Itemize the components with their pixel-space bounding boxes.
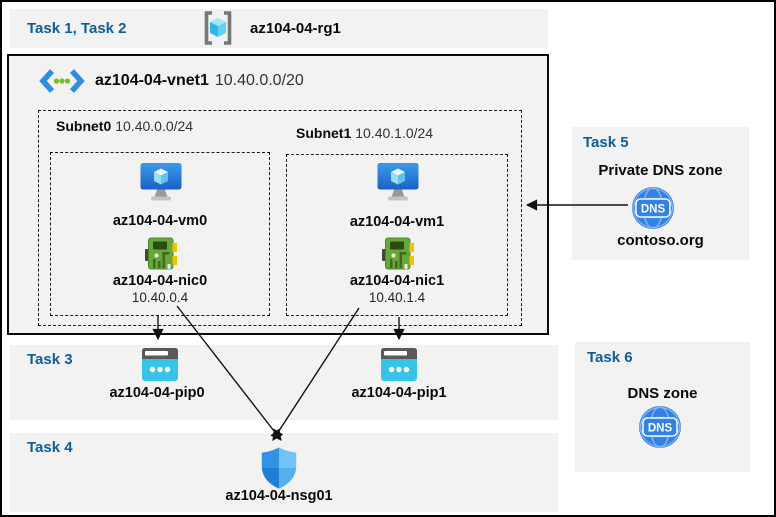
vnet-name: az104-04-vnet1 — [95, 72, 209, 89]
task6-heading: Task 6 — [587, 349, 633, 366]
resource-group-icon — [204, 11, 232, 45]
public-ip-icon — [142, 348, 178, 381]
resource-group-label: az104-04-rg1 — [250, 20, 341, 37]
task6-panel: Task 6 DNS zone DNS — [575, 342, 750, 472]
virtual-network-icon — [39, 69, 85, 93]
private-dns-zone-title: Private DNS zone — [598, 162, 723, 179]
task12-band: Task 1, Task 2 az104-04-rg1 — [10, 9, 548, 48]
task3-heading: Task 3 — [27, 351, 73, 368]
nic-ip: 10.40.1.4 — [368, 290, 426, 305]
dns-zone-title: DNS zone — [627, 385, 698, 402]
network-interface-icon — [145, 237, 177, 270]
vnet-header: az104-04-vnet1 10.40.0.0/20 — [39, 68, 304, 94]
virtual-machine-icon — [140, 163, 182, 201]
private-dns-zone-name: contoso.org — [617, 232, 704, 249]
dns-icon-label: DNS — [648, 423, 673, 435]
subnet1-box: az104-04-vm1 az104-04-nic1 10.40.1.4 — [286, 154, 508, 316]
network-interface-icon — [382, 237, 414, 270]
nic-ip: 10.40.0.4 — [131, 290, 189, 305]
subnet1-name: Subnet1 — [296, 125, 352, 141]
nic-label: az104-04-nic1 — [349, 273, 445, 289]
pip0-label: az104-04-pip0 — [109, 385, 205, 401]
task3-band: Task 3 az104-04-pip0 az104-04-pip1 — [10, 345, 558, 420]
subnet1-cidr: 10.40.1.0/24 — [355, 125, 434, 141]
vm-label: az104-04-vm0 — [112, 213, 208, 229]
pip1-label: az104-04-pip1 — [351, 385, 447, 401]
vm-label: az104-04-vm1 — [349, 214, 445, 230]
dns-globe-icon: DNS — [632, 187, 674, 229]
subnet0-name: Subnet0 — [56, 118, 112, 134]
task5-heading: Task 5 — [583, 134, 629, 151]
subnet0-cidr: 10.40.0.0/24 — [115, 118, 194, 134]
dns-icon-label: DNS — [641, 204, 666, 216]
virtual-machine-icon — [377, 163, 419, 201]
nsg-label: az104-04-nsg01 — [225, 488, 333, 504]
dns-globe-icon: DNS — [639, 406, 681, 448]
task4-heading: Task 4 — [27, 439, 73, 456]
nsg-shield-icon — [261, 447, 297, 489]
vnet-cidr: 10.40.0.0/20 — [214, 72, 304, 89]
task12-heading: Task 1, Task 2 — [27, 20, 127, 37]
nic-label: az104-04-nic0 — [112, 273, 208, 289]
task5-panel: Task 5 Private DNS zone DNS contoso.org — [572, 127, 749, 260]
public-ip-icon — [381, 348, 417, 381]
subnet0-box: az104-04-vm0 az104-04-nic0 10.40.0.4 — [50, 152, 270, 316]
task4-band: Task 4 az104-04-nsg01 — [10, 433, 558, 512]
